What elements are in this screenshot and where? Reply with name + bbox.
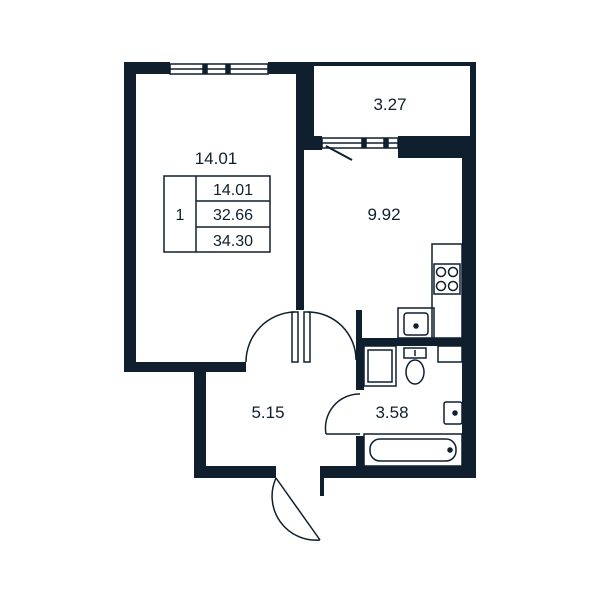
door-bath-swing [324, 393, 361, 435]
balcony-door-window-icon [321, 137, 399, 161]
door-kitchen-leaf [303, 311, 311, 363]
doors [245, 311, 361, 541]
total-area-value: 32.66 [213, 207, 253, 224]
total-area-with-balcony-value: 34.30 [213, 233, 253, 250]
wall-right [462, 136, 476, 478]
toilet-icon [403, 347, 427, 385]
wall-balcony-right [470, 62, 476, 152]
wall-balcony-bottom-right [398, 136, 470, 158]
wall-living-left [124, 62, 136, 372]
wall-bath-top [356, 338, 462, 346]
wall-hall-door-jamb [320, 466, 324, 496]
balcony-area-label: 3.27 [373, 95, 406, 114]
wall-balcony-bottom-left [304, 136, 322, 150]
door-kitchen-swing [307, 311, 357, 361]
bathroom-area-label: 3.58 [375, 403, 408, 422]
stove-icon [433, 263, 461, 295]
bathtub-icon [363, 433, 463, 467]
door-living-swing [245, 311, 295, 363]
wall-balcony-top [314, 62, 476, 66]
wall-bath-left-lower [356, 436, 364, 466]
room-count: 1 [176, 207, 185, 224]
wall-living-right-top [296, 62, 314, 150]
wall-hall-left [194, 366, 206, 478]
wall-bottom-right [320, 466, 476, 478]
walls [124, 62, 476, 496]
living-room-area-label: 14.01 [195, 149, 238, 168]
door-living-leaf [291, 311, 299, 363]
sink-icon [403, 312, 429, 336]
wall-hall-bottom [194, 466, 276, 478]
wall-kitchen-stub [356, 310, 362, 338]
wall-living-bottom [124, 362, 246, 372]
kitchen-area-label: 9.92 [367, 205, 400, 224]
living-area-value: 14.01 [213, 182, 253, 199]
wall-living-partition [296, 150, 304, 310]
washing-machine-icon [363, 345, 397, 387]
window-icon [169, 63, 269, 75]
wall-bath-left-upper [356, 338, 364, 390]
door-entry-swing [271, 477, 321, 541]
hallway-area-label: 5.15 [251, 403, 284, 422]
washbasin-icon [437, 345, 463, 425]
summary-table: 1 14.01 32.66 34.30 [163, 175, 271, 253]
wall-living-top-left [124, 62, 170, 74]
kitchen-counter [397, 243, 463, 339]
